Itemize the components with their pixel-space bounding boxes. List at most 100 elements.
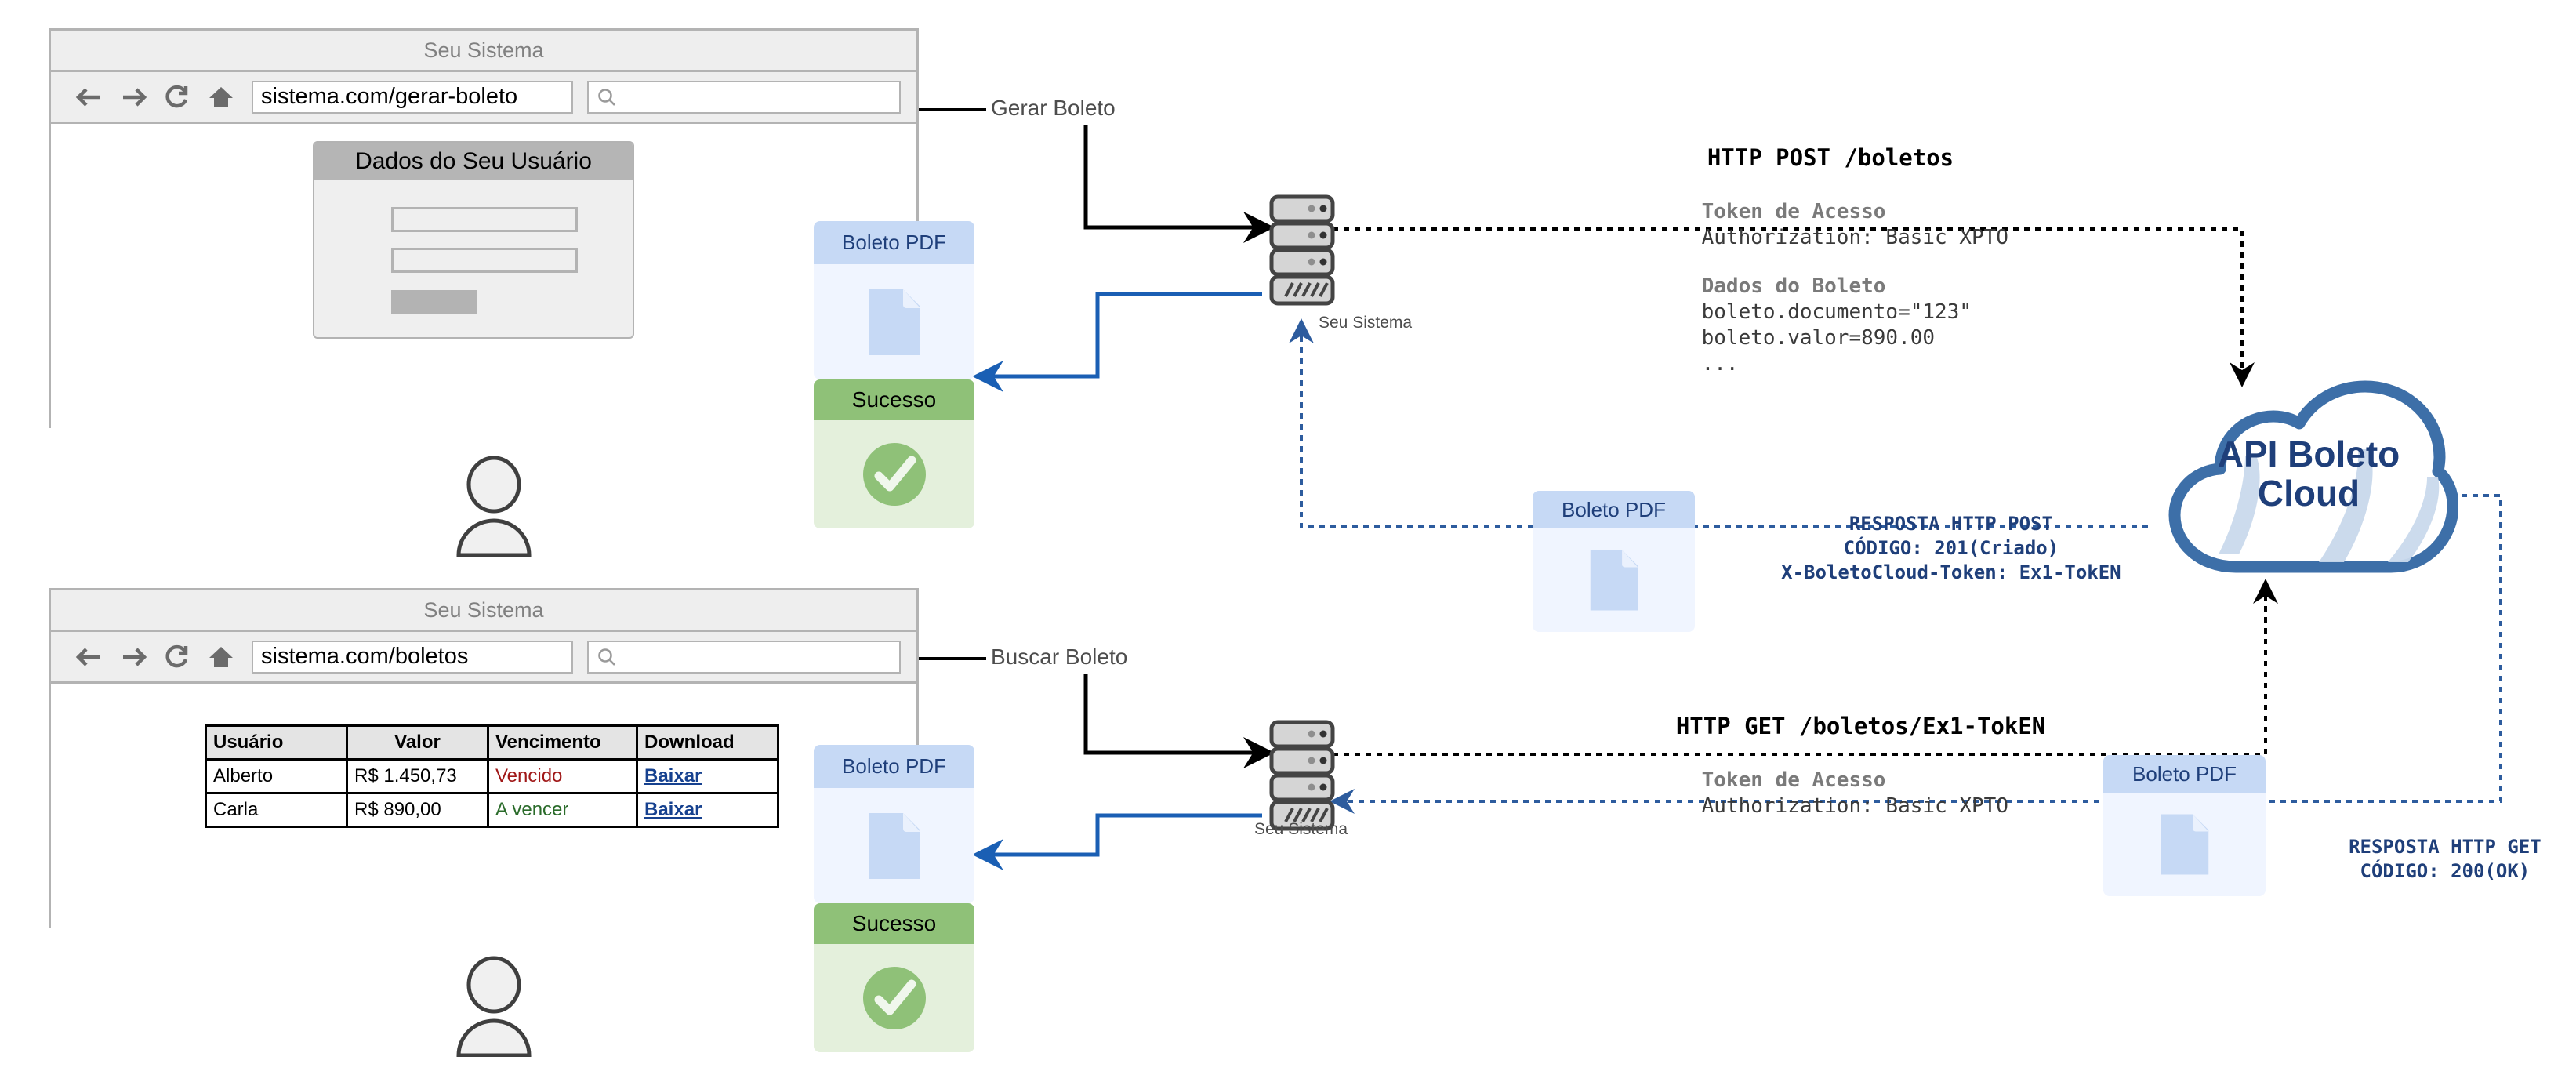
- search-input[interactable]: [587, 80, 901, 114]
- actor-icon-2: [456, 956, 532, 1057]
- address-bar[interactable]: sistema.com/boletos: [252, 640, 573, 674]
- boleto-pdf-card-response-post: Boleto PDF: [1533, 491, 1695, 632]
- browser-toolbar: sistema.com/boletos: [51, 632, 916, 684]
- download-link[interactable]: Baixar: [644, 799, 702, 820]
- cell-usuario: Alberto: [205, 758, 348, 794]
- boleto-pdf-card-body: [814, 788, 974, 903]
- resposta-post-line-1: RESPOSTA HTTP POST: [1849, 513, 2053, 535]
- api-cloud-label: API Boleto Cloud: [2179, 434, 2438, 514]
- boleto-pdf-card-body: [2103, 793, 2266, 896]
- http-post-title: HTTP POST /boletos: [1707, 144, 1954, 171]
- server-label-1: Seu Sistema: [1319, 314, 1413, 332]
- browser-toolbar: sistema.com/gerar-boleto: [51, 72, 916, 124]
- cell-vencimento: A vencer: [487, 792, 638, 828]
- get-token-heading: Token de Acesso: [1701, 768, 1886, 792]
- sucesso-card-1: Sucesso: [814, 379, 974, 528]
- post-data-line-3: ...: [1701, 352, 1739, 376]
- http-get-title: HTTP GET /boletos/Ex1-TokEN: [1675, 713, 2046, 739]
- cell-valor: R$ 1.450,73: [346, 758, 489, 794]
- browser-window-boletos: Seu Sistema sistema.com/boletos: [49, 588, 919, 928]
- column-header-valor: Valor: [346, 724, 489, 761]
- browser-title: Seu Sistema: [423, 597, 544, 622]
- pdf-document-icon: [2161, 814, 2208, 875]
- status-badge-overdue: Vencido: [495, 765, 563, 786]
- table-row: Alberto R$ 1.450,73 Vencido Baixar: [205, 758, 779, 794]
- forward-arrow-icon[interactable]: [115, 640, 151, 674]
- resposta-post-line-2: CÓDIGO: 201(Criado): [1843, 537, 2059, 559]
- boleto-pdf-label: Boleto PDF: [2132, 761, 2237, 786]
- search-icon: [598, 648, 615, 666]
- browser-content: Dados do Seu Usuário: [51, 124, 916, 428]
- cell-usuario: Carla: [205, 792, 348, 828]
- browser-content: Usuário Valor Vencimento Download Albert…: [51, 684, 916, 928]
- cell-vencimento: Vencido: [487, 758, 638, 794]
- resposta-get-line-1: RESPOSTA HTTP GET: [2349, 836, 2542, 858]
- server-label-2: Seu Sistema: [1254, 820, 1348, 838]
- form-field-2[interactable]: [391, 248, 578, 273]
- boleto-pdf-label: Boleto PDF: [842, 231, 946, 254]
- get-token-value: Authorization: Basic XPTO: [1701, 794, 2008, 818]
- api-cloud-shape: [2168, 380, 2458, 573]
- api-cloud-line2: Cloud: [2257, 472, 2360, 514]
- pdf-document-icon: [1590, 550, 1638, 611]
- table-row: Carla R$ 890,00 A vencer Baixar: [205, 792, 779, 828]
- search-icon: [598, 88, 615, 106]
- column-header-vencimento: Vencimento: [487, 724, 638, 761]
- boleto-pdf-card-header: Boleto PDF: [1533, 491, 1695, 528]
- sucesso-label: Sucesso: [851, 911, 937, 935]
- search-input[interactable]: [587, 640, 901, 674]
- panel-body: [314, 180, 633, 314]
- actor-icon-1: [456, 456, 532, 557]
- resposta-post-line-3: X-BoletoCloud-Token: Ex1-TokEN: [1781, 561, 2121, 583]
- address-value: sistema.com/gerar-boleto: [261, 84, 518, 109]
- check-circle-icon: [862, 967, 926, 1029]
- reload-icon[interactable]: [159, 640, 195, 674]
- callout-buscar-boleto: Buscar Boleto: [991, 644, 1128, 669]
- browser-window-gerar-boleto: Seu Sistema sistema.com/gerar-bo: [49, 28, 919, 428]
- boleto-pdf-label: Boleto PDF: [1562, 497, 1666, 521]
- sucesso-card-body: [814, 420, 974, 528]
- boleto-pdf-card-header: Boleto PDF: [814, 221, 974, 264]
- column-header-download: Download: [636, 724, 779, 761]
- cell-download: Baixar: [636, 792, 779, 828]
- browser-title-bar: Seu Sistema: [51, 31, 916, 72]
- panel-title-text: Dados do Seu Usuário: [355, 148, 592, 174]
- sucesso-label: Sucesso: [851, 387, 937, 412]
- post-data-heading: Dados do Boleto: [1701, 274, 1886, 298]
- back-arrow-icon[interactable]: [71, 80, 107, 114]
- boleto-pdf-card-2: Boleto PDF: [814, 745, 974, 903]
- boleto-pdf-card-body: [814, 264, 974, 379]
- user-data-panel: Dados do Seu Usuário: [313, 141, 634, 339]
- post-token-value: Authorization: Basic XPTO: [1701, 226, 2008, 249]
- sucesso-card-header: Sucesso: [814, 379, 974, 420]
- home-icon[interactable]: [203, 80, 239, 114]
- panel-title: Dados do Seu Usuário: [314, 143, 633, 180]
- post-data-line-2: boleto.valor=890.00: [1701, 326, 1936, 350]
- reload-icon[interactable]: [159, 80, 195, 114]
- download-link[interactable]: Baixar: [644, 765, 702, 786]
- table-header-row: Usuário Valor Vencimento Download: [205, 724, 779, 761]
- home-icon[interactable]: [203, 640, 239, 674]
- form-field-1[interactable]: [391, 207, 578, 232]
- sucesso-card-2: Sucesso: [814, 903, 974, 1052]
- browser-title: Seu Sistema: [423, 38, 544, 62]
- form-submit-button[interactable]: [391, 290, 477, 314]
- api-cloud-line1: API Boleto: [2217, 434, 2400, 474]
- cell-valor: R$ 890,00: [346, 792, 489, 828]
- server-icon-1: [1269, 194, 1335, 306]
- boleto-pdf-card-header: Boleto PDF: [2103, 755, 2266, 793]
- sucesso-card-body: [814, 944, 974, 1052]
- callout-gerar-boleto: Gerar Boleto: [991, 96, 1116, 120]
- post-data-line-1: boleto.documento="123": [1701, 300, 1972, 324]
- browser-title-bar: Seu Sistema: [51, 590, 916, 632]
- boleto-pdf-card-1: Boleto PDF: [814, 221, 974, 379]
- back-arrow-icon[interactable]: [71, 640, 107, 674]
- address-bar[interactable]: sistema.com/gerar-boleto: [252, 80, 573, 114]
- boleto-pdf-card-body: [1533, 528, 1695, 632]
- address-value: sistema.com/boletos: [261, 644, 469, 669]
- cell-download: Baixar: [636, 758, 779, 794]
- boleto-pdf-card-header: Boleto PDF: [814, 745, 974, 788]
- forward-arrow-icon[interactable]: [115, 80, 151, 114]
- post-token-heading: Token de Acesso: [1701, 200, 1886, 223]
